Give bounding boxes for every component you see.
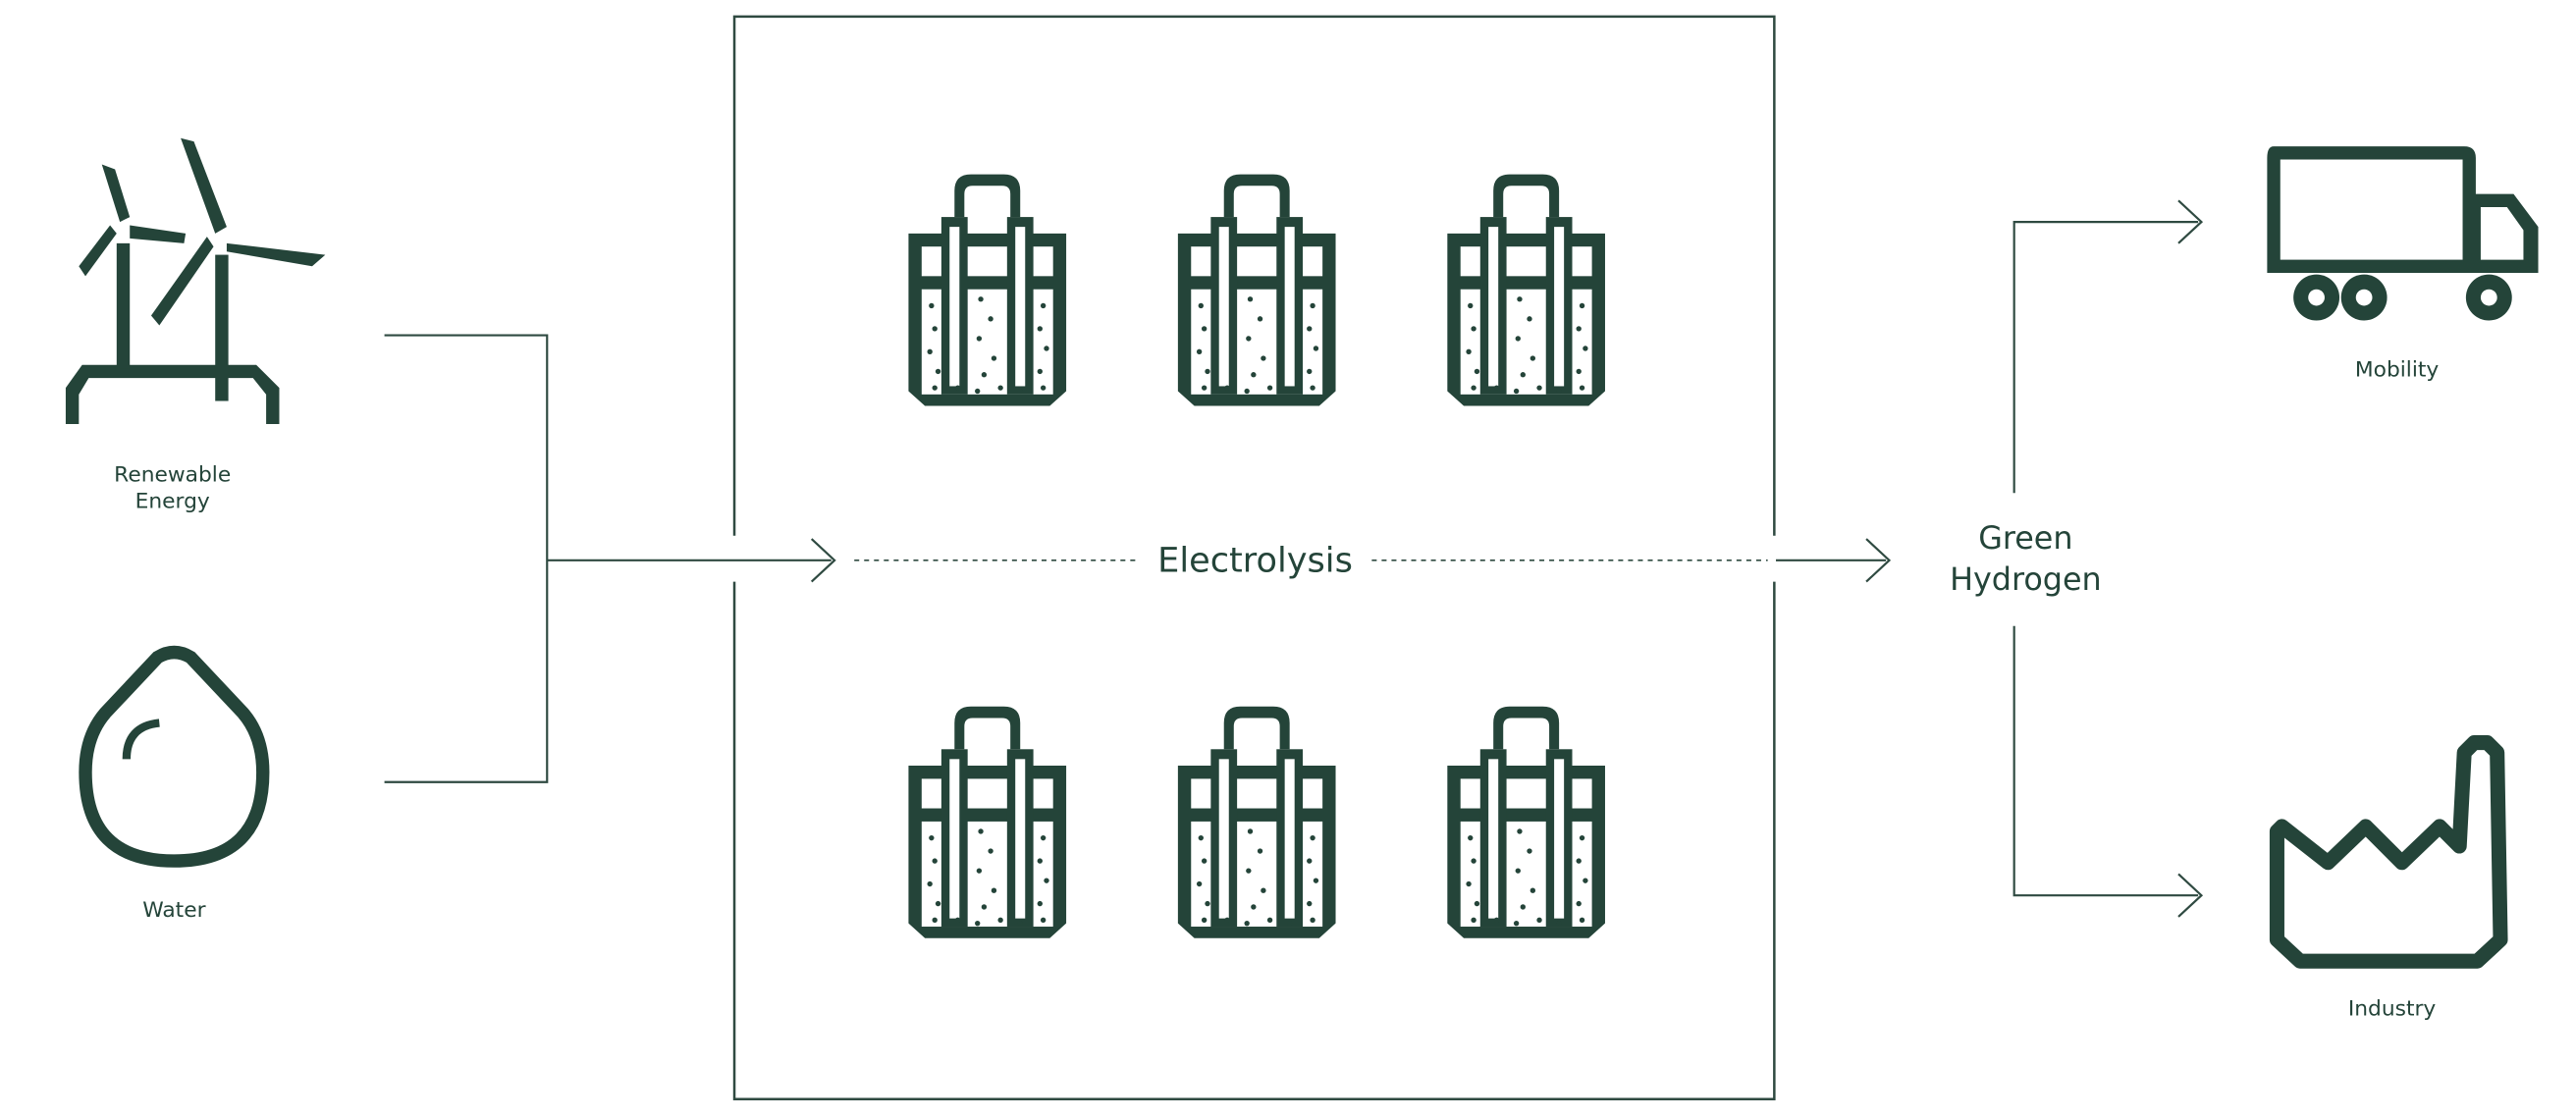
electrolysis-label: Electrolysis: [1157, 541, 1353, 581]
factory-icon: [2269, 735, 2508, 969]
electrolysis-cell-icon: [908, 174, 1067, 406]
water-drop-icon: [79, 645, 270, 868]
input-connector: [384, 334, 836, 783]
renewable-energy-label-line2: Energy: [135, 489, 210, 513]
electrolysis-cell-icon: [908, 706, 1067, 938]
mobility-label: Mobility: [2355, 357, 2440, 382]
electrolysis-cell-icon: [1447, 706, 1605, 938]
water-label: Water: [142, 898, 205, 923]
electrolysis-cell-icon: [1447, 174, 1605, 406]
truck-icon: [2267, 146, 2539, 321]
green-hydrogen-label-line1: Green: [1978, 520, 2072, 557]
wind-turbine-icon: [65, 137, 326, 424]
output-connector: [2012, 199, 2204, 918]
renewable-energy-label-line1: Renewable: [114, 463, 231, 488]
electrolysis-cell-icon: [1177, 174, 1336, 406]
electrolysis-cell-icon: [1177, 706, 1336, 938]
green-hydrogen-label-line2: Hydrogen: [1950, 561, 2102, 598]
electrolysis-box: [732, 15, 1776, 1100]
industry-label: Industry: [2348, 996, 2437, 1021]
hydrogen-arrow: [1776, 538, 1892, 583]
